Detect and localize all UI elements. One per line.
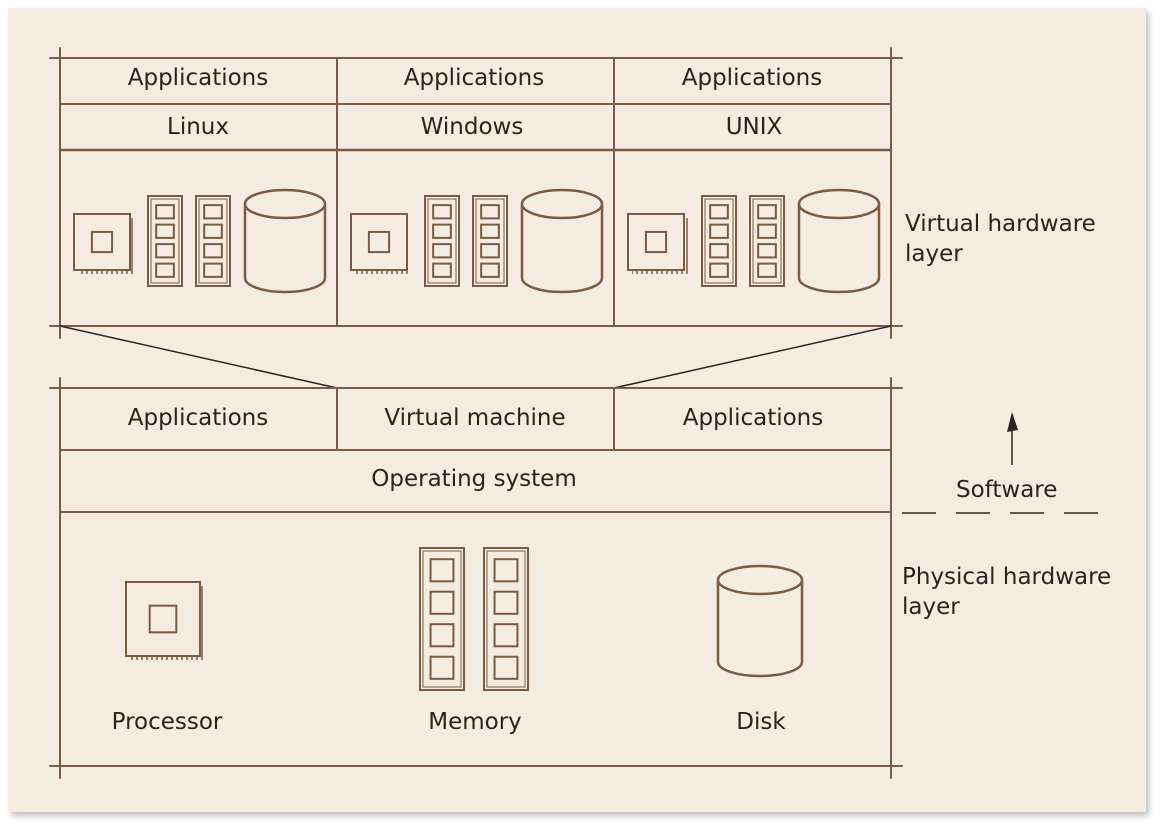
memory-module-icon bbox=[483, 547, 529, 691]
host-system-box bbox=[59, 387, 892, 767]
memory-module-icon bbox=[424, 195, 460, 287]
disk-label: Disk bbox=[736, 709, 786, 735]
vm2-applications-label: Applications bbox=[403, 65, 545, 91]
software-label: Software bbox=[956, 477, 1058, 503]
host-left-applications-label: Applications bbox=[127, 405, 269, 431]
disk-icon bbox=[797, 188, 881, 294]
operating-system-label: Operating system bbox=[371, 466, 577, 492]
memory-module-icon bbox=[419, 547, 465, 691]
vm1-applications-label: Applications bbox=[127, 65, 269, 91]
vm3-applications-label: Applications bbox=[681, 65, 823, 91]
up-arrow-icon bbox=[1007, 412, 1018, 465]
diagram-paper bbox=[8, 8, 1146, 812]
memory-module-icon bbox=[749, 195, 785, 287]
physical-hardware-layer-label: Physical hardware layer bbox=[902, 564, 1112, 620]
memory-module-icon bbox=[472, 195, 508, 287]
disk-icon bbox=[243, 188, 327, 294]
virtual-hardware-box bbox=[59, 57, 892, 327]
processor-chip-icon bbox=[627, 213, 688, 274]
memory-module-icon bbox=[147, 195, 183, 287]
processor-chip-icon bbox=[125, 581, 204, 660]
disk-icon bbox=[520, 188, 604, 294]
memory-module-icon bbox=[195, 195, 231, 287]
memory-label: Memory bbox=[428, 709, 522, 735]
vm2-os-label: Windows bbox=[420, 114, 524, 140]
vm3-os-label: UNIX bbox=[725, 114, 783, 140]
virtual-machine-label: Virtual machine bbox=[384, 405, 566, 431]
host-right-applications-label: Applications bbox=[682, 405, 824, 431]
processor-chip-icon bbox=[73, 213, 134, 274]
disk-icon bbox=[716, 564, 804, 678]
processor-chip-icon bbox=[350, 213, 411, 274]
memory-module-icon bbox=[701, 195, 737, 287]
virtual-hardware-layer-label: Virtual hardware layer bbox=[905, 211, 1096, 267]
processor-label: Processor bbox=[111, 709, 223, 735]
vm1-os-label: Linux bbox=[167, 114, 229, 140]
